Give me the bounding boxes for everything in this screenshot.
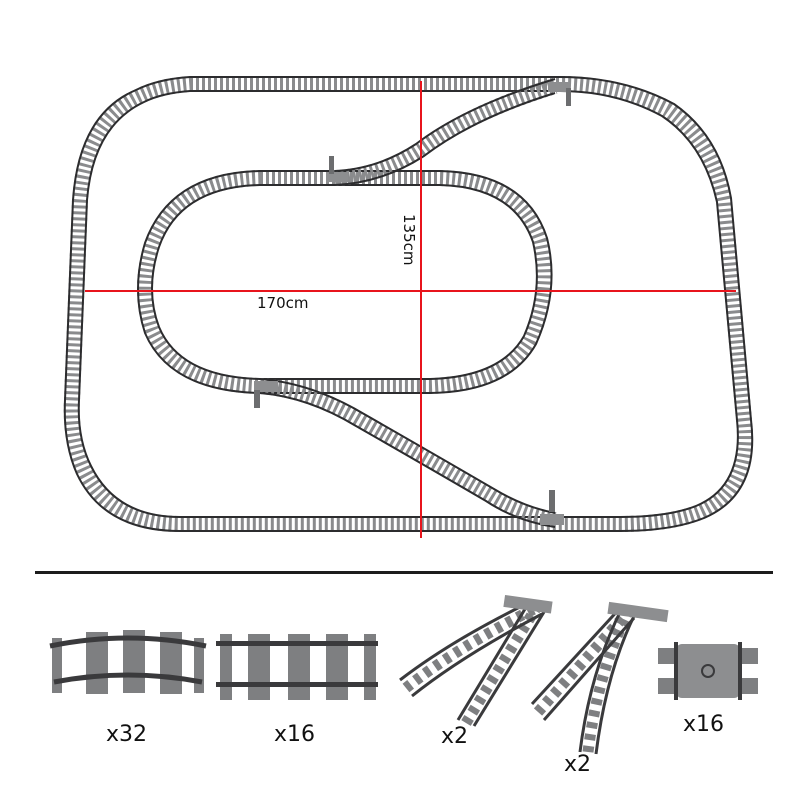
curved-track-piece bbox=[49, 630, 207, 694]
flexible-track-count: x16 bbox=[683, 712, 725, 737]
straight-track-piece bbox=[216, 634, 378, 700]
lower-crossover bbox=[254, 378, 564, 528]
curved-track-count: x32 bbox=[106, 722, 148, 747]
left-switch-count: x2 bbox=[441, 724, 469, 749]
section-divider bbox=[35, 571, 773, 574]
flexible-track-piece bbox=[658, 642, 758, 700]
right-switch-count: x2 bbox=[564, 752, 592, 777]
inner-track-oval bbox=[137, 170, 553, 394]
left-switch-piece bbox=[399, 594, 553, 727]
width-dimension-label: 170cm bbox=[257, 294, 309, 312]
upper-crossover bbox=[326, 78, 571, 186]
right-switch-piece bbox=[530, 601, 669, 755]
height-dimension-label: 135cm bbox=[400, 214, 418, 266]
straight-track-count: x16 bbox=[274, 722, 316, 747]
outer-track-loop bbox=[63, 76, 754, 532]
